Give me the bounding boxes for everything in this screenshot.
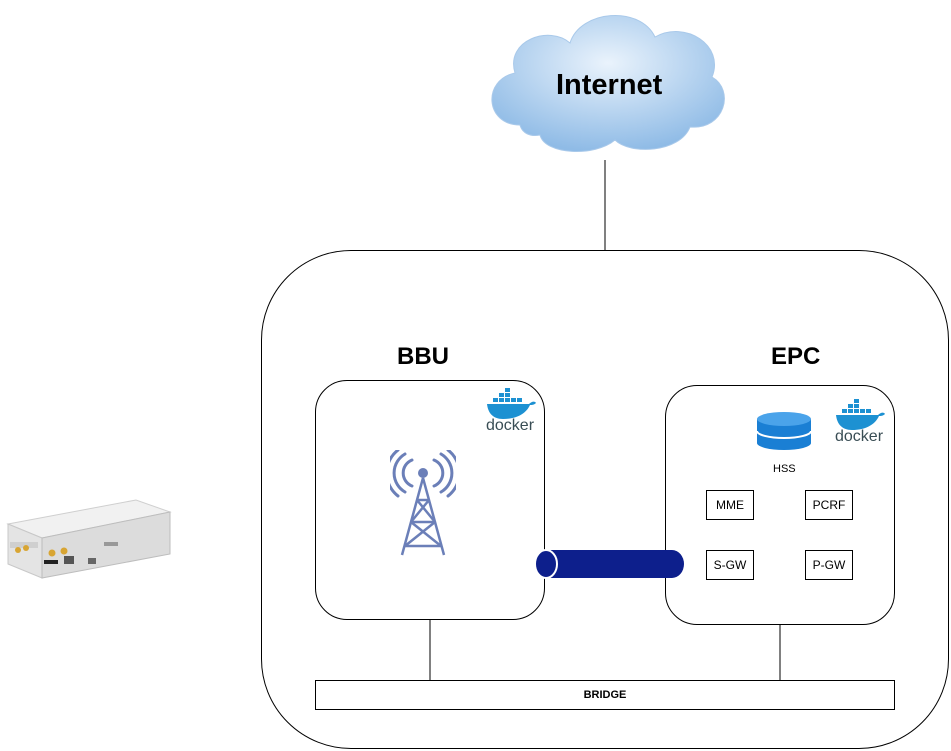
docker-icon: docker: [486, 388, 536, 432]
docker-logo-text: docker: [486, 417, 535, 432]
pipe-link-icon: [534, 549, 684, 579]
sgw-box: S-GW: [706, 550, 754, 580]
bbu-title: BBU: [397, 343, 449, 370]
bridge-box: BRIDGE: [315, 680, 895, 710]
database-icon: [756, 412, 812, 450]
cloud-icon: [491, 15, 725, 152]
pgw-box: P-GW: [805, 550, 853, 580]
pcrf-box: PCRF: [805, 490, 853, 520]
radio-tower-icon: [390, 450, 456, 556]
epc-title: EPC: [771, 343, 821, 370]
host-machine-container: [261, 250, 949, 749]
mme-box: MME: [706, 490, 754, 520]
docker-logo-text: docker: [835, 428, 884, 443]
internet-label: Internet: [556, 69, 663, 101]
hss-label: HSS: [773, 463, 796, 475]
sdr-device-icon: [6, 499, 172, 579]
docker-icon: docker: [835, 399, 885, 443]
